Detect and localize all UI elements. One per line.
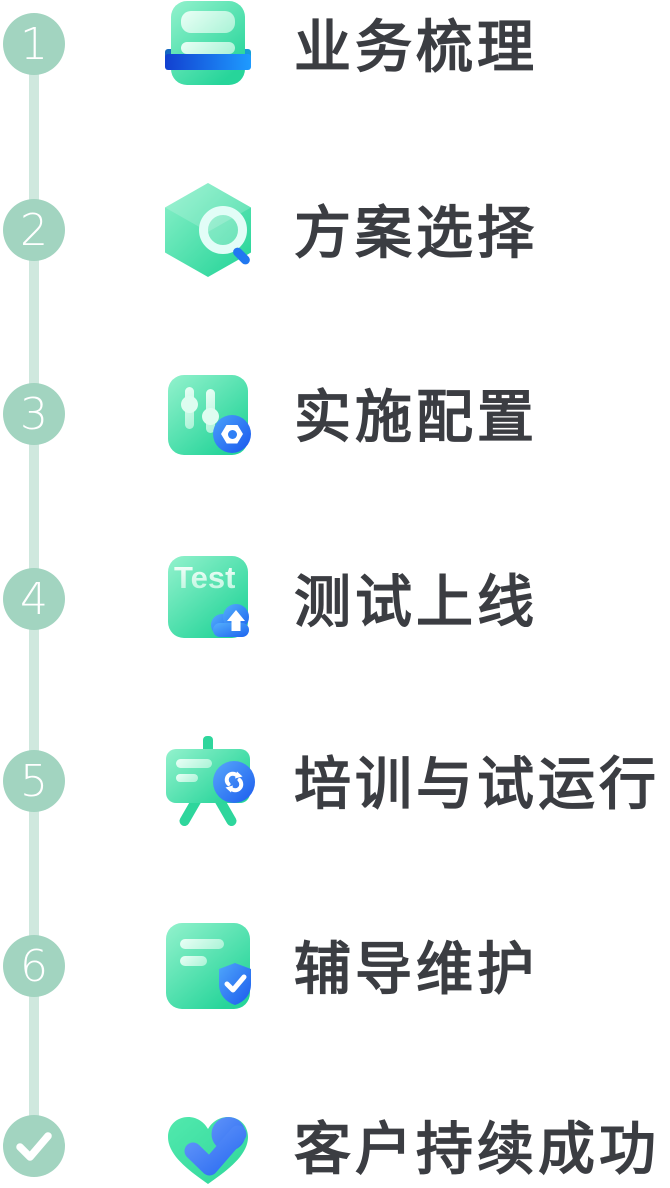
sync-arrows-icon	[224, 771, 244, 793]
step-label: 业务梳理	[294, 15, 538, 80]
gear-badge	[213, 415, 251, 453]
step-label: 方案选择	[294, 201, 538, 266]
step-number-badge: 6	[3, 935, 65, 997]
heart-check-icon	[163, 1101, 253, 1188]
timeline-step-1: 1 业务梳理	[0, 0, 670, 104]
document-shield-check-icon	[163, 921, 253, 1011]
step-number-badge: 2	[3, 199, 65, 261]
step-label: 培训与试运行	[294, 752, 660, 817]
test-card-text: Test	[174, 560, 236, 595]
slider-knob	[202, 408, 219, 425]
step-number: 1	[20, 18, 48, 70]
layers-icon	[163, 0, 253, 89]
step-number: 5	[20, 755, 48, 807]
layers-card	[171, 1, 245, 85]
test-document-upload-icon: Test	[163, 554, 253, 644]
cube-magnifier-icon	[163, 183, 253, 277]
check-icon	[16, 1132, 52, 1161]
step-label: 测试上线	[294, 570, 538, 635]
step-label: 客户持续成功	[294, 1117, 660, 1182]
timeline-step-4: 4 Test 测试上线	[0, 539, 670, 659]
presentation-sync-icon	[163, 736, 255, 828]
check-stroke	[184, 1125, 247, 1176]
timeline-step-7: 客户持续成功	[0, 1086, 670, 1188]
magnifier-lens	[199, 206, 247, 254]
shield-check-icon	[219, 963, 251, 1005]
step-number-badge: 3	[3, 383, 65, 445]
timeline-step-2: 2 方案选择	[0, 170, 670, 290]
sliders-gear-icon	[163, 369, 253, 459]
timeline-step-5: 5 培训与试运行	[0, 721, 670, 841]
timeline-step-3: 3 实施配置	[0, 354, 670, 474]
easel-pole	[203, 736, 213, 754]
step-number-badge: 1	[3, 13, 65, 75]
sliders-card	[168, 375, 248, 455]
step-number-badge: 4	[3, 568, 65, 630]
upload-cloud-icon	[211, 604, 249, 637]
step-number-badge: 5	[3, 750, 65, 812]
slider-knob	[181, 396, 198, 413]
step-label: 实施配置	[294, 385, 538, 450]
sync-badge	[213, 761, 255, 803]
step-label: 辅导维护	[294, 937, 538, 1002]
step-complete-badge	[3, 1115, 65, 1177]
step-number: 6	[20, 940, 48, 992]
step-number: 2	[20, 204, 48, 256]
step-number: 4	[20, 573, 48, 625]
layers-blue-band	[165, 54, 251, 70]
step-number: 3	[20, 388, 48, 440]
timeline-step-6: 6 辅导维护	[0, 906, 670, 1026]
